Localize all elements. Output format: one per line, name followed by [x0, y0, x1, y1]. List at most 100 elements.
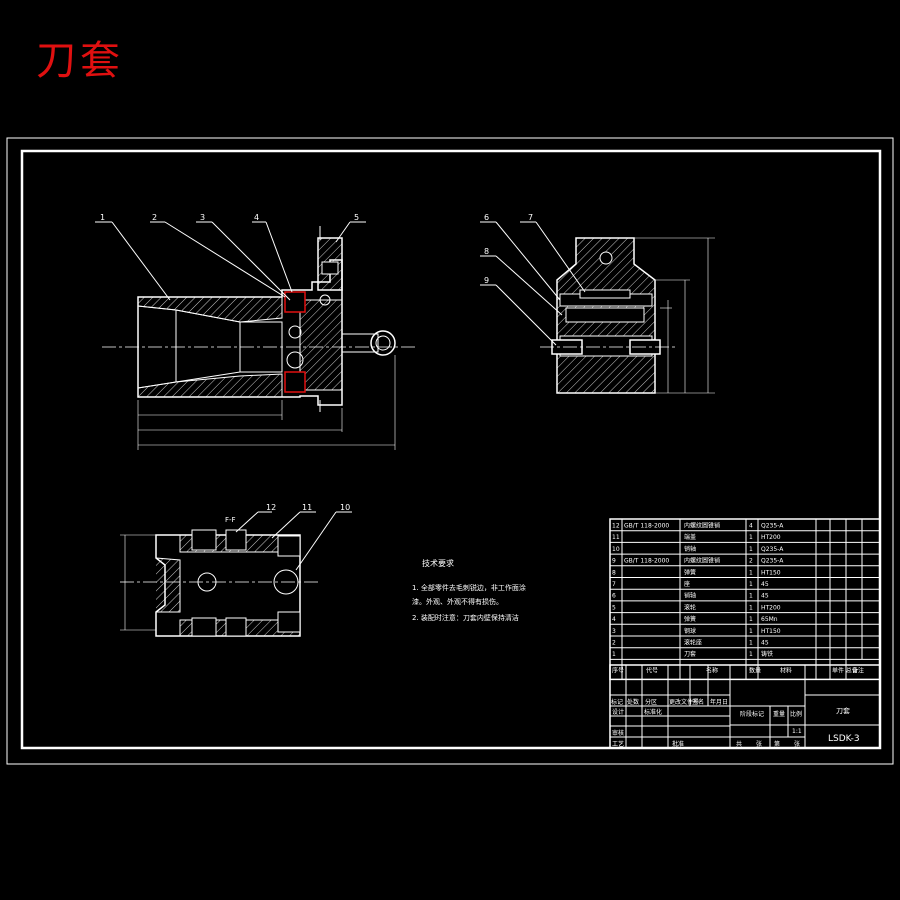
bom-cell-name: 滚轮: [684, 603, 696, 611]
tb-label-stage: 阶段标记: [740, 710, 764, 718]
bom-cell-qty: 2: [749, 558, 753, 565]
bom-header-mat: 材料: [780, 666, 792, 674]
tb-label-standard: 标准化: [644, 708, 662, 716]
bom-cell-mat: 铸铁: [761, 650, 773, 658]
tb-label-weight: 重量: [773, 710, 785, 718]
bom-cell-mat: HT200: [761, 604, 781, 611]
bom-cell-code: GB/T 118-2000: [624, 558, 669, 565]
bom-cell-no: 11: [612, 534, 620, 541]
bom-cell-name: 内螺纹圆锥销: [684, 522, 720, 530]
bom-frame: [609, 518, 881, 681]
bom-cell-name: 滚轮座: [684, 639, 702, 647]
bom-cell-no: 1: [612, 651, 616, 658]
bom-cell-name: 钢球: [684, 627, 696, 635]
outer-border: [6, 137, 894, 765]
bom-cell-name: 弹簧: [684, 568, 696, 576]
bom-cell-qty: 1: [749, 569, 753, 576]
title-block-text: 标记 处数 分区 更改文件号 签名 年月日 设计 标准化 审核 工艺 批准 阶段…: [611, 698, 860, 748]
bom-cell-qty: 4: [749, 523, 753, 530]
balloon-10: 10: [340, 503, 350, 512]
section-label: F-F: [225, 516, 236, 524]
bom-cell-mat: Q235-A: [761, 546, 784, 553]
bom-cell-mat: Q235-A: [761, 558, 784, 565]
tech-heading: 技术要求: [422, 558, 454, 568]
balloon-4: 4: [254, 213, 259, 222]
bom-cell-qty: 1: [749, 534, 753, 541]
bom-header-remark: 备注: [852, 666, 864, 674]
tb-label-sign: 签名: [692, 698, 704, 706]
balloon-9: 9: [484, 276, 489, 285]
bom-cell-no: 3: [612, 628, 616, 635]
balloon-2: 2: [152, 213, 157, 222]
tech-item-2: 漆。外观、外观不得有损伤。: [412, 597, 503, 606]
tb-label-count: 处数: [627, 698, 639, 706]
tech-item-1: 1. 全部零件去毛刺锐边，非工作面涂: [412, 583, 526, 592]
balloon-1: 1: [100, 213, 105, 222]
bom-header-name: 名称: [706, 666, 718, 674]
balloon-7: 7: [528, 213, 533, 222]
bom-cell-no: 9: [612, 558, 616, 565]
balloon-11: 11: [302, 503, 312, 512]
bom-cell-no: 4: [612, 616, 616, 623]
balloon-5: 5: [354, 213, 359, 222]
bom-cell-no: 6: [612, 593, 616, 600]
bom-cell-no: 7: [612, 581, 616, 588]
bom-cell-name: 刀套: [684, 650, 696, 658]
bom-cell-mat: Q235-A: [761, 523, 784, 530]
bom-cell-qty: 1: [749, 604, 753, 611]
bom-cell-mat: 65Mn: [761, 616, 778, 623]
bom-cell-name: 端盖: [684, 533, 696, 541]
bom-cell-qty: 1: [749, 616, 753, 623]
bom-cell-name: 弹簧: [684, 615, 696, 623]
bom-cell-qty: 1: [749, 651, 753, 658]
tb-label-zone: 分区: [645, 698, 657, 706]
main-view: [95, 221, 415, 450]
bom-cell-no: 5: [612, 604, 616, 611]
tb-label-total: 共: [736, 740, 742, 748]
tb-label-design: 设计: [612, 708, 624, 716]
bom-cell-qty: 1: [749, 581, 753, 588]
bom-cell-name: 座: [684, 580, 690, 588]
inner-border: [20, 149, 882, 750]
balloon-8: 8: [484, 247, 489, 256]
tb-label-change: 更改文件号: [669, 698, 699, 706]
tb-label-process: 工艺: [612, 740, 624, 748]
tb-scale-value: 1:1: [792, 728, 802, 735]
tb-drawing-no: LSDK-3: [828, 734, 860, 744]
tech-item-3: 2. 装配时注意：刀套内壁保持清洁: [412, 613, 519, 622]
bom-cell-mat: 45: [761, 593, 769, 600]
tb-label-approve: 批准: [672, 740, 684, 748]
bom-cell-no: 10: [612, 546, 620, 553]
tb-label-scale: 比例: [790, 710, 802, 718]
bom-header-weight: 单件 总计: [832, 666, 858, 674]
balloon-6: 6: [484, 213, 489, 222]
tech-requirements: 技术要求 1. 全部零件去毛刺锐边，非工作面涂 漆。外观、外观不得有损伤。 2.…: [412, 558, 526, 622]
tb-label-review: 审核: [612, 729, 624, 737]
balloon-12: 12: [266, 503, 276, 512]
bom-cell-name: 内螺纹圆锥销: [684, 557, 720, 565]
bom-cell-mat: 45: [761, 581, 769, 588]
tb-label-sheets: 张: [756, 740, 762, 748]
bom-cell-mat: HT150: [761, 628, 781, 635]
bom-cell-name: 销轴: [684, 592, 696, 600]
balloon-3: 3: [200, 213, 205, 222]
bom-cell-qty: 1: [749, 546, 753, 553]
section-view: [120, 511, 352, 637]
bom-cell-no: 12: [612, 523, 620, 530]
bom-header-no: 序号: [612, 666, 624, 674]
tb-label-sheet: 张: [794, 740, 800, 748]
tb-label-mark: 标记: [611, 698, 623, 706]
bom-cell-mat: HT200: [761, 534, 781, 541]
bom-cell-mat: HT150: [761, 569, 781, 576]
tb-label-sheet-no: 第: [774, 740, 780, 748]
bom-cell-no: 2: [612, 640, 616, 647]
bom-cell-qty: 1: [749, 628, 753, 635]
bom-cell-qty: 1: [749, 593, 753, 600]
bom-cell-name: 销轴: [684, 545, 696, 553]
bom-header-code: 代号: [646, 666, 658, 674]
drawing-title: 刀套: [36, 38, 124, 84]
